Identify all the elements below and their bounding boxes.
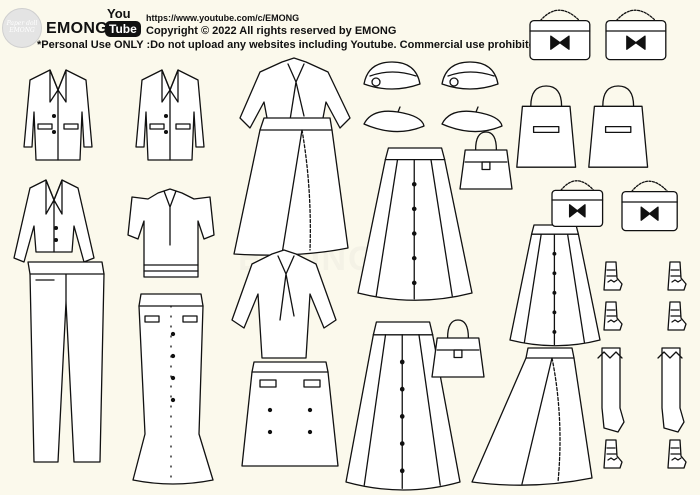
chain-bag-2 [605, 9, 667, 61]
chain-bag-4 [621, 180, 679, 232]
cloche-hat-2 [441, 61, 499, 90]
usage-notice: *Personal Use ONLY :Do not upload any we… [37, 39, 542, 51]
chain-bag-3 [551, 180, 604, 228]
youtube-you-label: You [107, 6, 131, 21]
shoe-6 [667, 439, 687, 469]
copyright-text: Copyright © 2022 All rights reserved by … [146, 25, 397, 37]
beret-1 [364, 107, 424, 132]
scarf-blouse-2 [232, 250, 336, 358]
header: Paper doll EMONG EMONG You Tube https://… [0, 0, 700, 60]
paper-doll-logo: Paper doll EMONG [2, 8, 42, 48]
flared-skirt-1 [357, 147, 473, 302]
pants [28, 262, 104, 462]
flared-skirt-3 [509, 224, 601, 347]
shoe-4 [667, 301, 687, 331]
ruffle-wrap-skirt-2 [472, 348, 592, 485]
handbag-1 [459, 131, 513, 190]
shoe-3 [603, 301, 623, 331]
puff-sleeve-blouse [128, 189, 214, 277]
blazer-1 [23, 69, 93, 161]
shoe-2 [667, 261, 687, 291]
mermaid-skirt [133, 294, 213, 484]
ruffle-wrap-skirt-1 [234, 118, 348, 255]
shoe-5 [603, 439, 623, 469]
shoe-1 [603, 261, 623, 291]
blazer-2 [135, 69, 205, 161]
knee-sock-1 [598, 348, 624, 432]
handbag-2 [431, 319, 485, 378]
tote-bag-1 [515, 85, 577, 169]
knee-sock-2 [658, 348, 684, 432]
logo-text: Paper doll EMONG [6, 20, 38, 34]
cloche-hat-1 [363, 61, 421, 90]
mini-skirt [242, 362, 338, 466]
brand-name: EMONG [46, 20, 108, 37]
chain-bag-1 [529, 9, 591, 61]
channel-url[interactable]: https://www.youtube.com/c/EMONG [146, 13, 300, 23]
youtube-tube-badge: Tube [105, 21, 141, 37]
tote-bag-2 [587, 85, 649, 169]
beret-2 [442, 107, 502, 132]
cropped-jacket [14, 180, 94, 262]
